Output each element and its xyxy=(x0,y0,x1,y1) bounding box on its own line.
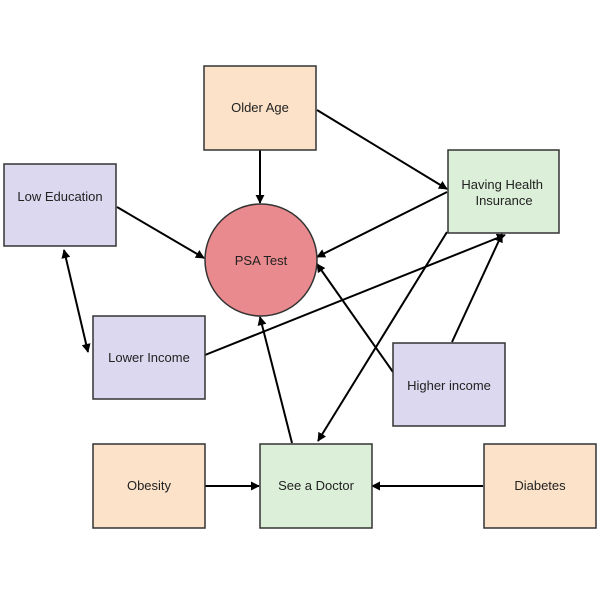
node-older-age: Older Age xyxy=(203,65,317,151)
node-obesity-label: Obesity xyxy=(127,478,172,493)
edge-health-insurance-to-psa-test xyxy=(316,191,448,258)
node-see-a-doctor: See a Doctor xyxy=(259,443,373,529)
node-obesity: Obesity xyxy=(92,443,206,529)
edge-higher-income-to-health-insurance xyxy=(451,233,503,343)
edges xyxy=(61,109,506,491)
node-having-health-insurance-line1: Having Health xyxy=(461,177,543,192)
node-psa-test: PSA Test xyxy=(204,203,318,317)
edge-higher-income-to-psa-test xyxy=(316,263,394,373)
node-low-education: Low Education xyxy=(3,163,117,247)
node-lower-income-label: Lower Income xyxy=(108,350,190,365)
node-higher-income: Higher income xyxy=(392,342,506,427)
edge-older-age-to-health-insurance xyxy=(316,109,448,190)
edge-lower-income-to-health-insurance xyxy=(204,233,506,356)
node-low-education-label: Low Education xyxy=(17,189,102,204)
edge-health-insurance-to-see-a-doctor xyxy=(317,231,448,442)
node-having-health-insurance-line2: Insurance xyxy=(475,193,532,208)
edge-see-a-doctor-to-psa-test xyxy=(257,316,293,444)
node-higher-income-label: Higher income xyxy=(407,378,491,393)
node-having-health-insurance-label: Having Health Insurance xyxy=(461,177,546,208)
edge-low-education-to-psa-test xyxy=(116,206,205,259)
node-psa-test-label: PSA Test xyxy=(235,253,288,268)
node-older-age-label: Older Age xyxy=(231,100,289,115)
node-having-health-insurance: Having Health Insurance xyxy=(447,149,560,234)
edge-low-education-lower-income xyxy=(61,249,91,353)
node-see-a-doctor-label: See a Doctor xyxy=(278,478,355,493)
node-diabetes-label: Diabetes xyxy=(514,478,566,493)
node-diabetes: Diabetes xyxy=(483,443,597,529)
node-lower-income: Lower Income xyxy=(92,315,206,400)
